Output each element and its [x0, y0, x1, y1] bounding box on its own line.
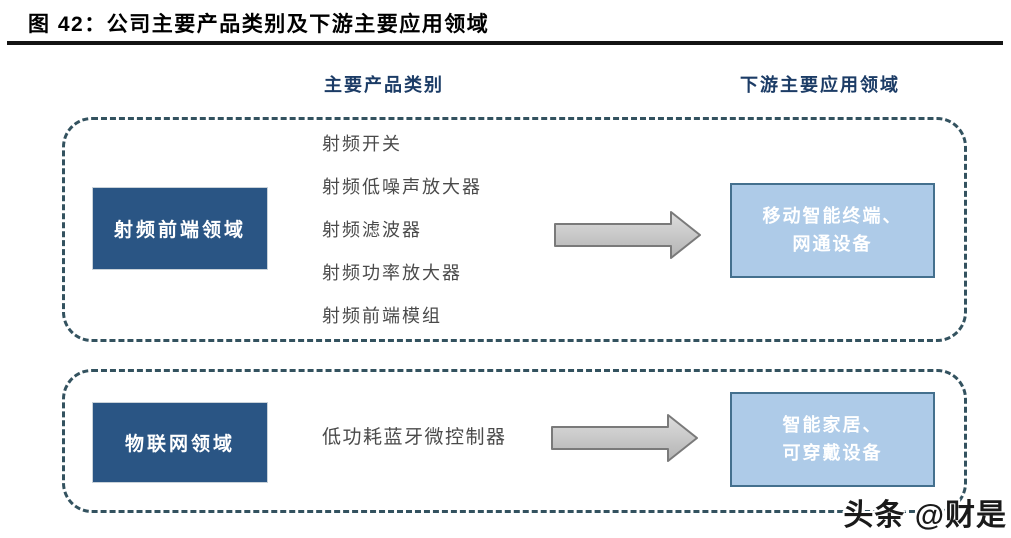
- product-item-rf-switch: 射频开关: [322, 134, 402, 154]
- rf-product-list: 射频开关 射频低噪声放大器 射频滤波器 射频功率放大器 射频前端模组: [322, 134, 482, 349]
- product-item-rf-module: 射频前端模组: [322, 306, 442, 326]
- iot-dashed-group: [62, 369, 967, 513]
- rf-frontend-dashed-group: [62, 117, 967, 342]
- product-item-rf-filter: 射频滤波器: [322, 220, 422, 240]
- application-line: 智能家居、: [782, 414, 883, 435]
- figure-title: 图 42：公司主要产品类别及下游主要应用领域: [28, 13, 490, 36]
- domain-label-rf-frontend: 射频前端领域: [113, 220, 246, 241]
- title-underline: [7, 41, 1003, 45]
- product-item-rf-lna: 射频低噪声放大器: [322, 177, 482, 197]
- domain-box-rf-frontend: 射频前端领域: [92, 187, 268, 270]
- flow-arrow-icon: [554, 211, 701, 259]
- application-box-iot: 智能家居、 可穿戴设备: [730, 392, 935, 487]
- application-line: 移动智能终端、: [762, 205, 903, 226]
- application-line: 网通设备: [792, 233, 873, 254]
- domain-box-iot: 物联网领域: [92, 402, 268, 483]
- watermark-text: 头条 @财是: [843, 499, 1007, 532]
- domain-label-iot: 物联网领域: [124, 434, 235, 455]
- application-box-rf: 移动智能终端、 网通设备: [730, 183, 935, 278]
- application-line: 可穿戴设备: [782, 442, 883, 463]
- product-item-rf-pa: 射频功率放大器: [322, 263, 462, 283]
- applications-column-header: 下游主要应用领域: [740, 75, 900, 95]
- product-item-ble-mcu: 低功耗蓝牙微控制器: [322, 427, 507, 448]
- products-column-header: 主要产品类别: [324, 75, 444, 95]
- flow-arrow-icon: [551, 414, 698, 462]
